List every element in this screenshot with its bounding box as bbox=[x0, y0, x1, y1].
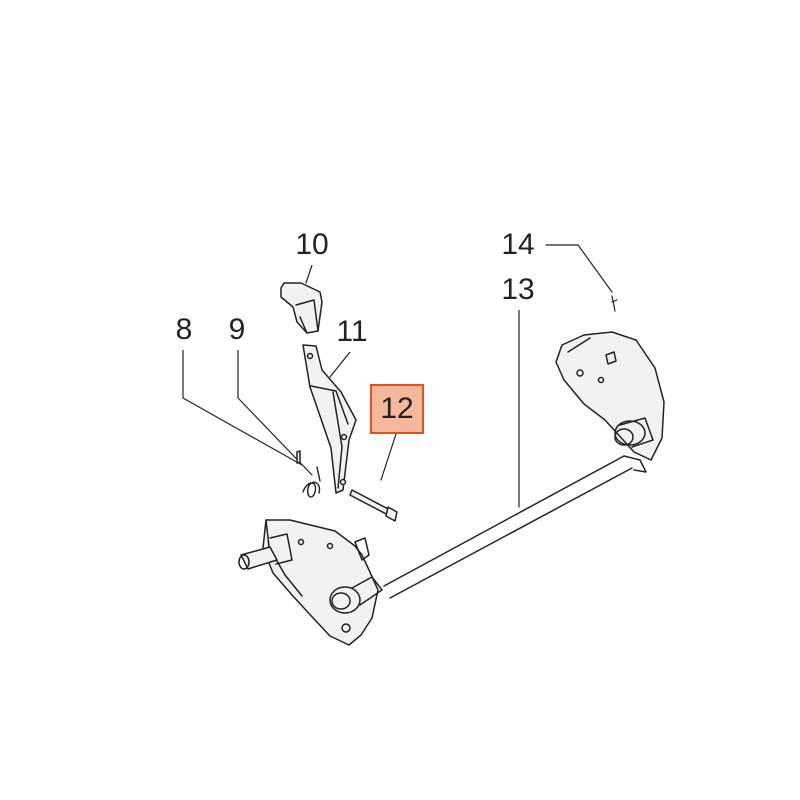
leader-8 bbox=[182, 349, 303, 466]
part-13-axle bbox=[238, 331, 665, 646]
leader-lines bbox=[182, 244, 613, 508]
part-14-pin bbox=[611, 295, 618, 312]
leader-10 bbox=[305, 261, 314, 284]
callout-13: 13 bbox=[492, 270, 544, 310]
part-11-lever bbox=[302, 344, 357, 494]
callout-8: 8 bbox=[170, 310, 198, 350]
leader-12 bbox=[380, 433, 397, 481]
part-10-grip bbox=[280, 282, 323, 334]
callout-10: 10 bbox=[288, 225, 336, 265]
part-8-spring bbox=[302, 466, 321, 498]
leader-9 bbox=[237, 349, 313, 476]
part-12-bolt bbox=[349, 489, 398, 522]
callout-9: 9 bbox=[222, 310, 252, 350]
leader-11 bbox=[329, 351, 351, 378]
callout-14: 14 bbox=[492, 225, 544, 265]
leader-14 bbox=[545, 244, 613, 293]
callout-12-highlighted: 12 bbox=[370, 384, 424, 434]
callout-11: 11 bbox=[328, 312, 376, 352]
part-9-clip bbox=[296, 450, 301, 464]
